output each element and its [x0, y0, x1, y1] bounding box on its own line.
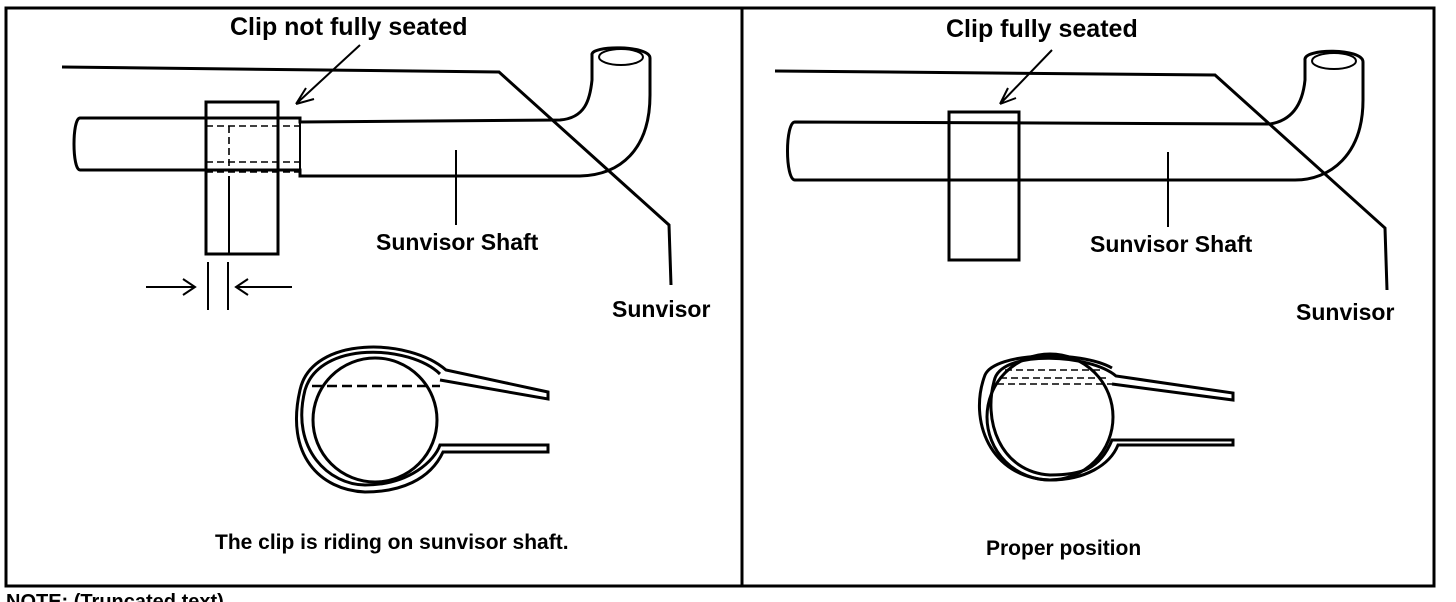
left-gap-arrows [146, 262, 292, 310]
left-sunvisor-label: Sunvisor [612, 296, 710, 322]
right-shaft-section [985, 352, 1115, 482]
right-shaft-label: Sunvisor Shaft [1090, 231, 1253, 257]
left-shaft-label: Sunvisor Shaft [376, 229, 539, 255]
left-callout-label: Clip not fully seated [230, 13, 468, 41]
right-sunvisor-shaft [786, 49, 1365, 182]
right-panel: Clip fully seated Sunvisor Shaft Sunviso… [774, 15, 1394, 560]
right-clip [947, 110, 1021, 262]
left-panel: Clip not fully seated Sunvisor Shaft Sun… [61, 13, 710, 554]
left-clip-hidden-lines [206, 117, 300, 173]
left-shaft-end [598, 48, 644, 66]
right-caption: Proper position [986, 537, 1141, 560]
left-sunvisor-shaft [72, 46, 652, 178]
left-clip-end-view [294, 345, 550, 494]
right-clip-end-view [977, 354, 1235, 482]
right-clip-hidden-edges [997, 369, 1112, 385]
left-caption: The clip is riding on sunvisor shaft. [215, 531, 569, 554]
diagram-frame [4, 6, 1436, 588]
footer-note: NOTE: (Truncated text) [6, 591, 224, 602]
left-clip [204, 100, 280, 256]
right-callout-arrow [999, 49, 1053, 105]
left-sunvisor-line [61, 65, 673, 286]
right-sunvisor-line [774, 69, 1389, 291]
right-callout-label: Clip fully seated [946, 15, 1138, 43]
right-sunvisor-label: Sunvisor [1296, 299, 1394, 325]
left-shaft-section [311, 356, 439, 484]
right-shaft-end [1311, 52, 1357, 70]
left-callout-arrow [295, 44, 361, 105]
